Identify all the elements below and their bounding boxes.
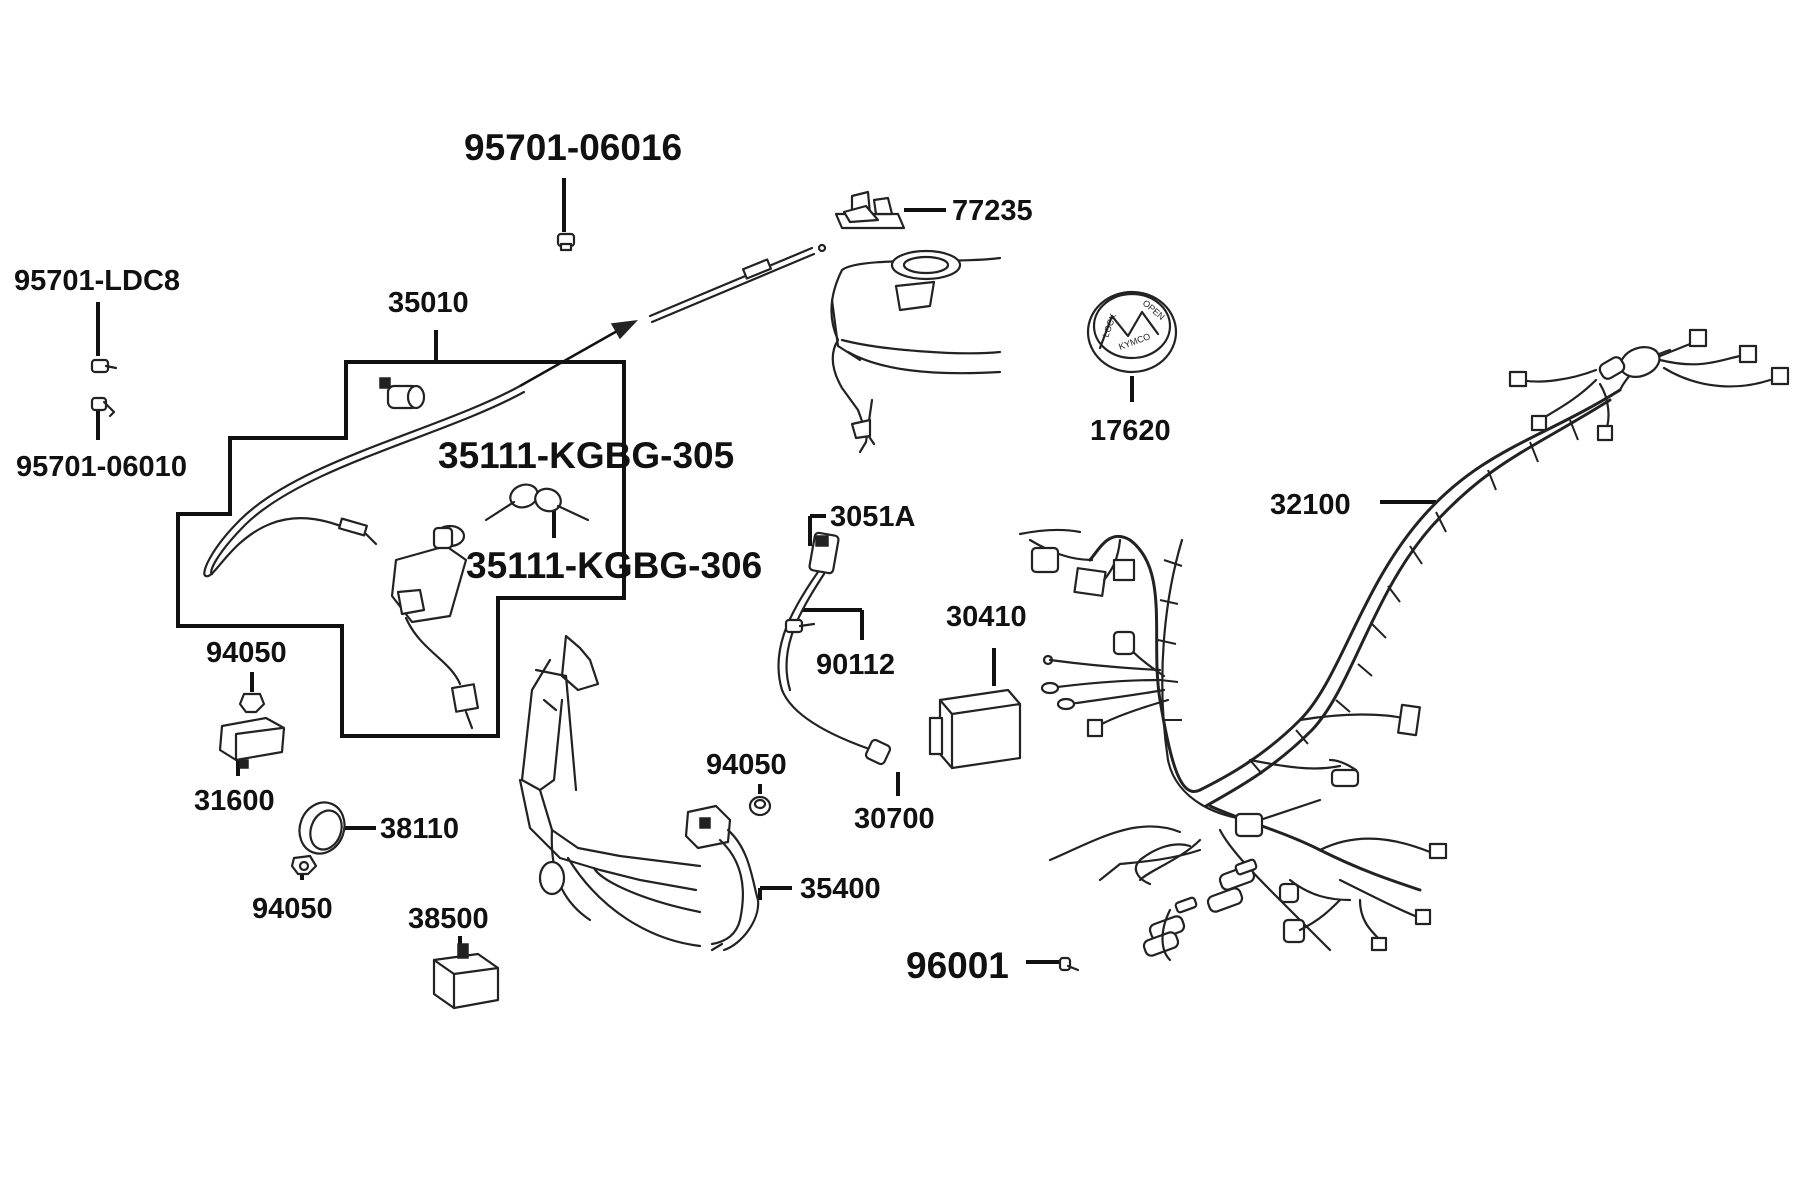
frame-stand-icon xyxy=(518,634,702,948)
stop-switch-35400-icon xyxy=(684,804,760,952)
label-95701-06016: 95701-06016 xyxy=(464,127,682,168)
label-35111-kgbg-306: 35111-KGBG-306 xyxy=(466,545,762,586)
lock-cylinder-icon xyxy=(379,377,426,410)
label-77235: 77235 xyxy=(952,195,1033,227)
label-32100: 32100 xyxy=(1270,489,1351,521)
keys-icon xyxy=(484,483,590,522)
label-35400: 35400 xyxy=(800,873,881,905)
screw-95701-06010-icon xyxy=(90,396,116,418)
cable-icon xyxy=(648,243,827,324)
label-30410: 30410 xyxy=(946,601,1027,633)
label-94050-lower: 94050 xyxy=(252,893,333,925)
ignition-switch-icon xyxy=(390,524,480,730)
label-17620: 17620 xyxy=(1090,415,1171,447)
label-94050-upper: 94050 xyxy=(206,637,287,669)
nut-94050-icon xyxy=(238,692,266,714)
label-38500: 38500 xyxy=(408,903,489,935)
label-3051a: 3051A xyxy=(830,501,916,533)
part-labels: 95701-06016 77235 95701-LDC8 35010 17620… xyxy=(14,127,1351,986)
label-35010: 35010 xyxy=(388,287,469,319)
fuel-tank-icon xyxy=(830,249,1002,454)
bolt-95701-06016-icon xyxy=(556,232,576,252)
cdi-unit-30410-icon xyxy=(928,688,1022,770)
wiring-harness-32100-icon xyxy=(1018,328,1790,962)
bolt-90112-icon xyxy=(784,618,816,634)
label-96001: 96001 xyxy=(906,945,1009,986)
fuel-cap-17620-icon: LOCK OPEN KYMCO xyxy=(1086,290,1178,374)
nut-94050-middle-icon xyxy=(748,795,772,817)
label-95701-06010: 95701-06010 xyxy=(16,451,187,483)
label-38110: 38110 xyxy=(380,813,459,845)
relay-31600-icon xyxy=(218,716,286,769)
label-31600: 31600 xyxy=(194,785,275,817)
label-94050-middle: 94050 xyxy=(706,749,787,781)
assembly-group-outline xyxy=(176,360,626,738)
bracket-77235-icon xyxy=(834,190,906,230)
label-35111-kgbg-305: 35111-KGBG-305 xyxy=(438,435,734,476)
label-95701-ldc8: 95701-LDC8 xyxy=(14,265,180,297)
screw-95701-ldc8-icon xyxy=(90,358,118,374)
grommet-38110-icon xyxy=(298,801,346,855)
label-90112: 90112 xyxy=(816,649,895,681)
leader-lines xyxy=(96,178,1436,964)
nut-94050-lower-icon xyxy=(290,854,318,876)
bolt-96001-icon xyxy=(1058,956,1080,972)
seat-lock-cable-icon xyxy=(203,384,526,578)
label-30700: 30700 xyxy=(854,803,935,835)
flasher-38500-icon xyxy=(432,943,500,1010)
